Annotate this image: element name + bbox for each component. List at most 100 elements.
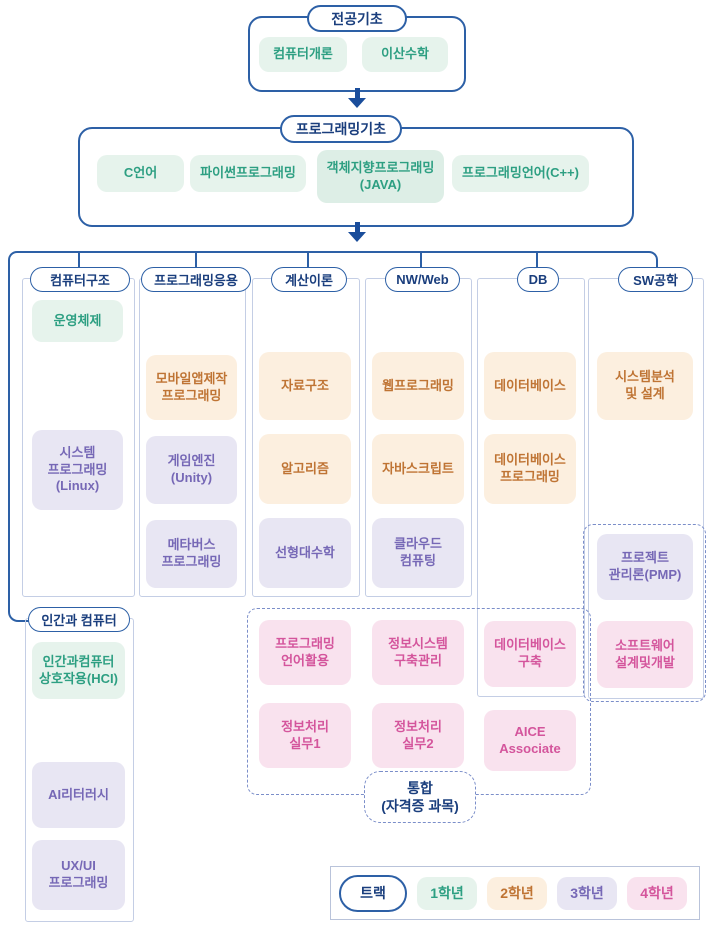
course-box: 컴퓨터개론 [259, 37, 347, 72]
legend-track-label: 트랙 [360, 885, 386, 901]
legend-year1-chip: 1학년 [417, 876, 477, 910]
course-label: 시스템 프로그래밍 (Linux) [47, 444, 108, 494]
course-label: 소프트웨어 설계및개발 [615, 637, 675, 670]
course-box: 프로젝트 관리론(PMP) [597, 534, 693, 600]
course-label: C언어 [123, 165, 158, 181]
track-title: NW/Web [396, 272, 449, 287]
course-label: 자바스크립트 [382, 460, 454, 476]
course-box: 소프트웨어 설계및개발 [597, 621, 693, 688]
track-header-computer-architecture: 컴퓨터구조 [30, 267, 130, 292]
legend-year1-label: 1학년 [430, 885, 464, 901]
arrow-head [348, 232, 366, 242]
track-title: 계산이론 [285, 273, 333, 288]
course-box: 게임엔진 (Unity) [146, 436, 237, 504]
course-box: 운영체제 [32, 300, 123, 342]
track-title: SW공학 [633, 273, 678, 288]
course-label: 데이터베이스 구축 [494, 637, 566, 669]
track-header-db: DB [517, 267, 559, 292]
course-label: 프로젝트 관리론(PMP) [608, 550, 682, 582]
track-title: 컴퓨터구조 [50, 273, 110, 288]
course-box: 데이터베이스 구축 [484, 621, 576, 687]
course-label: 웹프로그래밍 [382, 377, 454, 393]
legend-year4-chip: 4학년 [627, 876, 687, 910]
legend-year3-label: 3학년 [570, 885, 604, 901]
course-label: 컴퓨터개론 [273, 46, 333, 62]
track-title: DB [528, 272, 548, 287]
legend: 트랙 1학년 2학년 3학년 4학년 [330, 866, 700, 920]
course-label: 클라우드 컴퓨팅 [394, 536, 442, 568]
course-box: 정보처리 실무2 [372, 703, 464, 768]
legend-year3-chip: 3학년 [557, 876, 617, 910]
course-box: 시스템 프로그래밍 (Linux) [32, 430, 123, 510]
course-label: 데이터베이스 프로그래밍 [494, 452, 566, 484]
course-box: 이산수학 [362, 37, 448, 72]
course-label: 게임엔진 (Unity) [167, 453, 216, 485]
course-label: 객체지향프로그래밍 (JAVA) [326, 159, 435, 192]
course-label: 자료구조 [281, 377, 329, 393]
course-label: 프로그래밍언어(C++) [462, 165, 579, 181]
course-box: 알고리즘 [259, 434, 351, 504]
course-label: 정보처리 실무2 [394, 718, 442, 751]
major-basics-header: 전공기초 [307, 5, 407, 32]
course-label: 시스템분석 및 설계 [615, 369, 675, 401]
course-box: 클라우드 컴퓨팅 [372, 518, 464, 588]
track-header-sw-engineering: SW공학 [618, 267, 693, 292]
legend-year2-label: 2학년 [500, 885, 534, 901]
branch-connector-line [8, 251, 658, 270]
course-box: AI리터러시 [32, 762, 125, 828]
course-label: 프로그래밍 언어활용 [275, 635, 335, 668]
course-label: 정보시스템 구축관리 [388, 635, 448, 668]
arrow-stem [354, 222, 360, 233]
course-box: 웹프로그래밍 [372, 352, 464, 420]
branch-drop-line [536, 252, 538, 268]
track-header-nw-web: NW/Web [385, 267, 460, 292]
course-label: 파이썬프로그래밍 [200, 165, 296, 181]
programming-basics-title: 프로그래밍기초 [295, 121, 387, 137]
legend-track-pill: 트랙 [339, 874, 407, 912]
course-box: 프로그래밍 언어활용 [259, 620, 351, 685]
course-label: 알고리즘 [281, 460, 329, 476]
course-label: 선형대수학 [275, 544, 335, 560]
course-box: 메타버스 프로그래밍 [146, 520, 237, 588]
integration-header: 통합 (자격증 과목) [364, 771, 476, 823]
course-box: 프로그래밍언어(C++) [452, 155, 589, 192]
course-box: 모바일앱제작 프로그래밍 [146, 355, 237, 420]
course-label: 운영체제 [53, 312, 102, 328]
sw-engineering-dashed-box [583, 524, 706, 702]
branch-drop-line [307, 252, 309, 268]
arrow-head [348, 98, 366, 108]
arrow-stem [354, 88, 360, 99]
branch-drop-line [420, 252, 422, 268]
course-label: 정보처리 실무1 [281, 718, 329, 751]
left-branch-line [8, 265, 32, 622]
branch-drop-line [195, 252, 197, 268]
course-box: 정보처리 실무1 [259, 703, 351, 768]
course-label: UX/UI 프로그래밍 [48, 858, 109, 890]
course-label: 메타버스 프로그래밍 [161, 537, 222, 569]
course-label: 이산수학 [381, 46, 429, 62]
course-label: AI리터러시 [48, 786, 109, 802]
major-basics-title: 전공기초 [331, 10, 383, 27]
integration-title: 통합 (자격증 과목) [381, 779, 459, 814]
course-box: UX/UI 프로그래밍 [32, 840, 125, 910]
programming-basics-header: 프로그래밍기초 [280, 115, 402, 143]
course-box: 자바스크립트 [372, 434, 464, 504]
course-box: 데이터베이스 프로그래밍 [484, 434, 576, 504]
branch-drop-line [78, 252, 80, 268]
legend-year4-label: 4학년 [640, 885, 674, 901]
track-header-human-computer: 인간과 컴퓨터 [28, 607, 130, 632]
course-box: 자료구조 [259, 352, 351, 420]
course-box: 정보시스템 구축관리 [372, 620, 464, 685]
course-box: 객체지향프로그래밍 (JAVA) [317, 150, 444, 203]
course-box: AICE Associate [484, 710, 576, 771]
track-header-computation-theory: 계산이론 [271, 267, 347, 292]
course-box: C언어 [97, 155, 184, 192]
course-box: 선형대수학 [259, 518, 351, 588]
track-title: 프로그래밍응용 [154, 273, 238, 288]
course-box: 시스템분석 및 설계 [597, 352, 693, 420]
legend-year2-chip: 2학년 [487, 876, 547, 910]
course-box: 파이썬프로그래밍 [190, 155, 306, 192]
course-label: 모바일앱제작 프로그래밍 [155, 370, 228, 403]
course-label: 데이터베이스 [494, 377, 566, 393]
